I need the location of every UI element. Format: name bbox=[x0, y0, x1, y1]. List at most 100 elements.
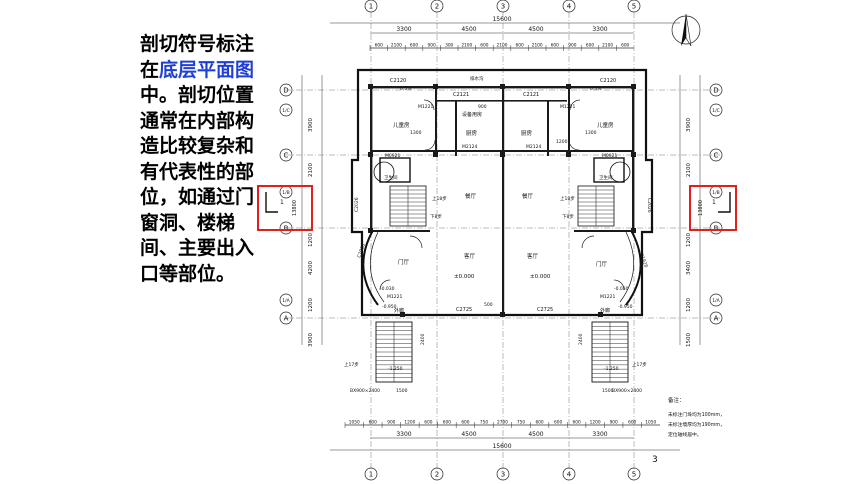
bay-windows bbox=[362, 161, 642, 306]
axis-bubble-3: 3 bbox=[496, 467, 510, 481]
axis-bubble-1: 1 bbox=[364, 0, 378, 13]
svg-text:600: 600 bbox=[515, 43, 523, 49]
svg-text:3300: 3300 bbox=[592, 26, 607, 33]
room-hall-left: 门厅 bbox=[398, 258, 410, 266]
svg-text:3300: 3300 bbox=[592, 431, 607, 438]
svg-text:5: 5 bbox=[632, 471, 636, 479]
svg-text:1: 1 bbox=[369, 3, 373, 11]
svg-text:0.5%: 0.5% bbox=[400, 86, 412, 92]
svg-text:600: 600 bbox=[375, 43, 383, 49]
caption-highlight: 底层平面图 bbox=[159, 58, 255, 81]
axis-bubble-sub: 1/A bbox=[709, 293, 723, 307]
svg-text:13800: 13800 bbox=[698, 200, 704, 216]
svg-text:1500: 1500 bbox=[602, 388, 614, 394]
svg-text:4500: 4500 bbox=[461, 431, 476, 438]
door-swings bbox=[379, 99, 625, 291]
entrance-stair-right bbox=[591, 321, 629, 383]
svg-text:600: 600 bbox=[461, 420, 469, 426]
svg-text:2100: 2100 bbox=[497, 43, 508, 49]
svg-text:600: 600 bbox=[424, 420, 432, 426]
svg-text:600: 600 bbox=[369, 420, 377, 426]
svg-text:下8步: 下8步 bbox=[562, 214, 574, 220]
room-dining-right: 餐厅 bbox=[522, 192, 534, 200]
svg-text:上17步: 上17步 bbox=[344, 361, 359, 368]
svg-text:4500: 4500 bbox=[528, 26, 543, 33]
stair-right bbox=[577, 185, 615, 227]
svg-text:600: 600 bbox=[551, 43, 559, 49]
axis-bubble-2: 2 bbox=[430, 467, 444, 481]
svg-text:上17步: 上17步 bbox=[632, 361, 647, 368]
svg-text:900: 900 bbox=[387, 420, 395, 426]
opening-codes: C2120 C2121 C2121 C2120 C2725 C2725 C192… bbox=[354, 78, 652, 313]
svg-text:B: B bbox=[714, 225, 719, 233]
svg-text:3300: 3300 bbox=[396, 431, 411, 438]
svg-text:1300: 1300 bbox=[410, 130, 422, 136]
section-mark-right: 1 13800 bbox=[689, 185, 737, 231]
svg-text:4500: 4500 bbox=[528, 431, 543, 438]
svg-text:M1221: M1221 bbox=[418, 104, 433, 110]
svg-text:未标注门垛均为100mm，: 未标注门垛均为100mm， bbox=[668, 411, 725, 418]
svg-text:600: 600 bbox=[554, 420, 562, 426]
room-terrace-right: 外廊 bbox=[600, 307, 610, 314]
svg-text:D: D bbox=[283, 87, 288, 95]
room-hall-right: 门厅 bbox=[596, 260, 608, 268]
svg-text:1050: 1050 bbox=[645, 420, 656, 426]
svg-text:2100: 2100 bbox=[308, 163, 314, 177]
svg-text:1200: 1200 bbox=[686, 233, 692, 247]
svg-text:1200: 1200 bbox=[404, 420, 415, 426]
building-walls bbox=[350, 68, 654, 317]
bottom-dimensions: 3300 4500 4500 3300 15600 bbox=[330, 424, 680, 451]
svg-text:D: D bbox=[713, 87, 718, 95]
room-living-right: 客厅 bbox=[527, 252, 539, 260]
svg-text:2: 2 bbox=[435, 3, 439, 11]
svg-text:上18步: 上18步 bbox=[560, 195, 575, 202]
svg-text:3900: 3900 bbox=[308, 333, 314, 347]
axis-bubble-5: 5 bbox=[627, 0, 641, 13]
axis-bubble-5: 5 bbox=[627, 467, 641, 481]
svg-text:2400: 2400 bbox=[578, 333, 584, 345]
svg-text:900: 900 bbox=[478, 104, 487, 110]
room-bedroom-left: 儿童房 bbox=[393, 121, 410, 129]
room-dining-left: 餐厅 bbox=[465, 192, 477, 200]
svg-text:备注：: 备注： bbox=[668, 396, 685, 404]
svg-text:3: 3 bbox=[501, 471, 505, 479]
room-equipment: 设备用房 bbox=[462, 111, 482, 118]
caption-part-1: 剖切符号标注在 bbox=[140, 33, 255, 81]
svg-text:-0.030: -0.030 bbox=[614, 286, 629, 292]
drawing-notes: 备注： 未标注门垛均为100mm， 未标注墙厚均为190mm， 定位轴线居中。 bbox=[668, 396, 725, 438]
svg-text:1200: 1200 bbox=[686, 298, 692, 312]
level-marks: ±0.000 ±0.000 -0.030 -0.030 -1.250 -1.25… bbox=[344, 75, 647, 394]
svg-text:C2120: C2120 bbox=[600, 78, 616, 84]
svg-text:1: 1 bbox=[369, 471, 373, 479]
svg-text:4500: 4500 bbox=[461, 26, 476, 33]
svg-text:5: 5 bbox=[632, 3, 636, 11]
svg-text:0.5%: 0.5% bbox=[590, 86, 602, 92]
svg-text:900: 900 bbox=[568, 43, 576, 49]
svg-text:M1221: M1221 bbox=[560, 104, 575, 110]
section-highlight-left bbox=[257, 185, 313, 231]
svg-text:2100: 2100 bbox=[391, 43, 402, 49]
svg-text:2: 2 bbox=[435, 471, 439, 479]
svg-text:600: 600 bbox=[621, 43, 629, 49]
svg-text:M2124: M2124 bbox=[526, 144, 541, 150]
svg-text:C2121: C2121 bbox=[523, 92, 539, 98]
svg-text:1/A: 1/A bbox=[712, 298, 720, 304]
svg-text:-0.030: -0.030 bbox=[380, 286, 395, 292]
svg-text:900: 900 bbox=[610, 420, 618, 426]
svg-text:600: 600 bbox=[443, 420, 451, 426]
svg-text:1500: 1500 bbox=[686, 333, 692, 347]
svg-text:1/C: 1/C bbox=[712, 108, 720, 114]
axis-bubble-2: 2 bbox=[430, 0, 444, 13]
svg-text:2100: 2100 bbox=[532, 43, 543, 49]
svg-text:C2725: C2725 bbox=[456, 307, 472, 313]
svg-text:B: B bbox=[284, 225, 289, 233]
axis-bubble-1: 1 bbox=[364, 467, 378, 481]
svg-text:M1221: M1221 bbox=[387, 294, 402, 300]
left-dimensions: 3900 2100 1200 4200 1200 3900 bbox=[301, 75, 323, 347]
svg-text:C2725: C2725 bbox=[537, 307, 553, 313]
axis-bubble-3: 3 bbox=[496, 0, 510, 13]
svg-text:3400: 3400 bbox=[686, 261, 692, 275]
